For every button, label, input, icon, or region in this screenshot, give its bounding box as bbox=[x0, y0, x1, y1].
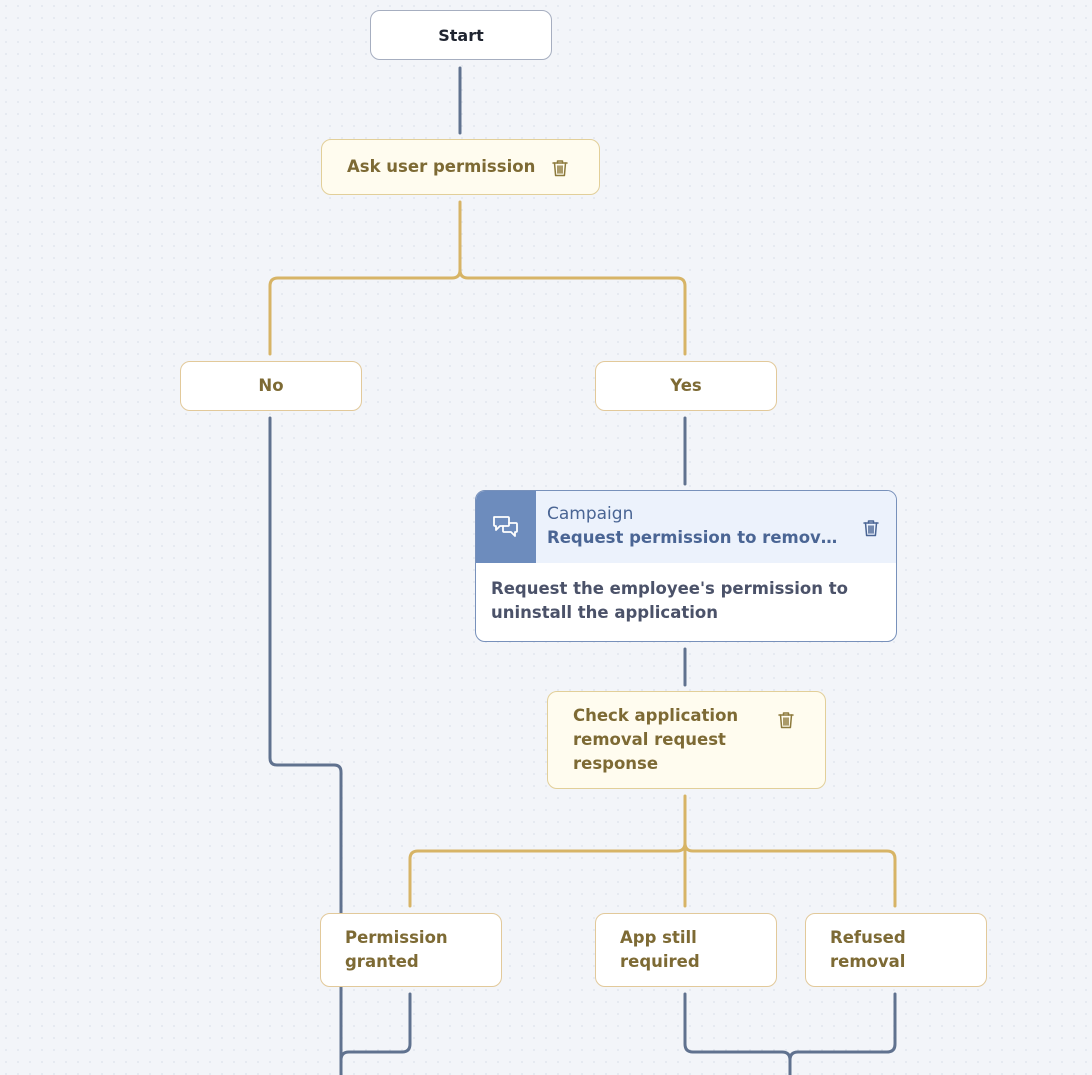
branch-no[interactable]: No bbox=[180, 361, 362, 411]
trash-icon[interactable] bbox=[862, 519, 880, 537]
branch-permission-granted-label: Permission granted bbox=[345, 928, 448, 971]
campaign-header bbox=[476, 491, 896, 563]
branch-app-still-required[interactable]: App still required bbox=[595, 913, 777, 987]
branch-connector-check-granted bbox=[408, 794, 687, 908]
check-response-step[interactable]: Check application removal request respon… bbox=[547, 691, 826, 789]
ask-permission-step[interactable]: Ask user permission bbox=[321, 139, 600, 195]
connector-refused-merge bbox=[788, 992, 897, 1062]
connector-granted-merge bbox=[339, 992, 412, 1062]
start-node-label: Start bbox=[438, 25, 484, 45]
branch-connector-ask-yes bbox=[458, 268, 687, 356]
campaign-icon-box bbox=[476, 491, 536, 563]
campaign-type-label: Campaign bbox=[547, 504, 634, 524]
check-response-label: Check application removal request respon… bbox=[573, 706, 739, 773]
branch-no-label: No bbox=[258, 376, 284, 395]
branch-app-still-required-label: App still required bbox=[620, 928, 700, 971]
start-node[interactable]: Start bbox=[370, 10, 552, 60]
branch-connector-check-refused bbox=[683, 841, 897, 908]
chat-bubbles-icon bbox=[491, 513, 521, 547]
trash-icon[interactable] bbox=[551, 159, 569, 177]
branch-yes-label: Yes bbox=[670, 376, 702, 395]
branch-permission-granted[interactable]: Permission granted bbox=[320, 913, 502, 987]
trash-icon[interactable] bbox=[777, 711, 795, 729]
campaign-title: Request permission to remove a… bbox=[547, 528, 845, 547]
ask-permission-label: Ask user permission bbox=[347, 157, 536, 176]
branch-yes[interactable]: Yes bbox=[595, 361, 777, 411]
campaign-card[interactable]: Campaign Request permission to remove a…… bbox=[475, 490, 897, 642]
branch-refused-removal-label: Refused removal bbox=[830, 928, 906, 971]
branch-refused-removal[interactable]: Refused removal bbox=[805, 913, 987, 987]
branch-connector-ask-no bbox=[268, 200, 462, 356]
campaign-description: Request the employee's permission to uni… bbox=[491, 579, 848, 622]
connector-no-path bbox=[268, 416, 343, 1075]
connector-still-required-merge bbox=[683, 992, 792, 1075]
